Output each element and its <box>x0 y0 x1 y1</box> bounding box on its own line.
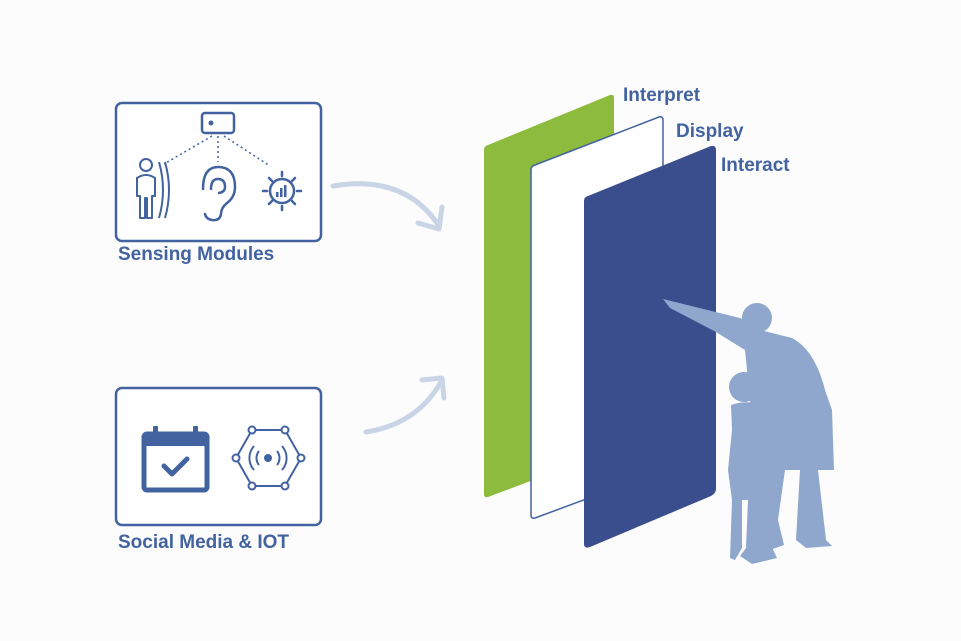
layer-label-interpret: Interpret <box>623 85 701 106</box>
adult-pointing-silhouette <box>663 299 834 550</box>
social-media-iot-box <box>114 386 323 527</box>
layer-label-display: Display <box>676 121 744 142</box>
person-detection-icon <box>136 158 170 219</box>
iot-network-icon <box>231 425 306 491</box>
calendar-check-icon <box>141 426 210 493</box>
arrow-sensing-to-layers <box>330 181 445 232</box>
sensor-device-icon <box>200 111 236 135</box>
sensing-modules-box <box>114 101 323 243</box>
layer-label-interact: Interact <box>721 155 790 176</box>
layer-interact-panel <box>584 145 716 548</box>
arrow-social-to-layers <box>363 375 447 435</box>
sensing-modules-caption: Sensing Modules <box>118 244 275 265</box>
child-silhouette <box>728 372 782 564</box>
social-media-iot-caption: Social Media & IOT <box>118 532 290 553</box>
sensor-connectors <box>163 135 271 167</box>
ear-icon <box>201 165 237 222</box>
light-sensor-icon <box>261 170 303 212</box>
